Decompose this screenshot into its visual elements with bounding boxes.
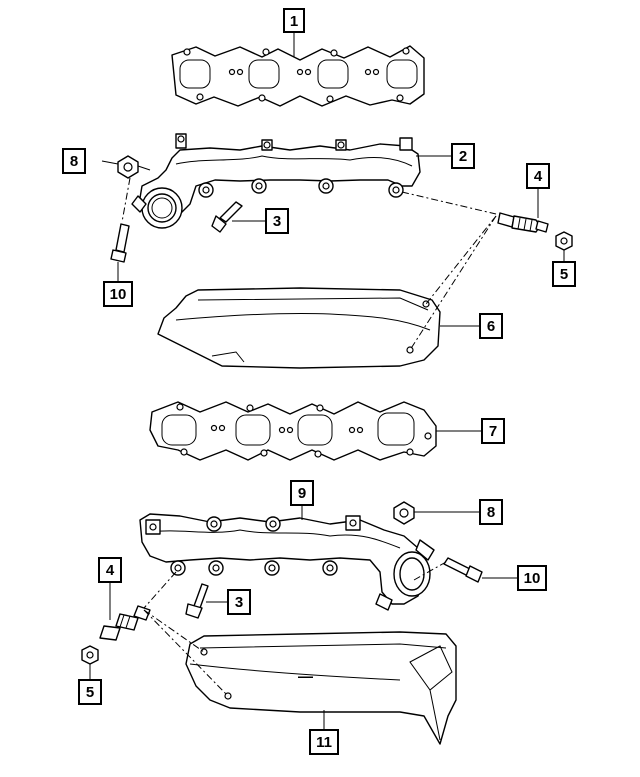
callout-2: 2 (451, 143, 475, 169)
lower-bolt-long (443, 557, 483, 583)
upper-stud-nut (117, 155, 151, 179)
callout-4-upper: 4 (526, 163, 550, 189)
callout-4-lower: 4 (98, 557, 122, 583)
callout-2-label: 2 (459, 148, 467, 165)
lower-sensor-nut (81, 645, 99, 665)
callout-5-upper: 5 (552, 261, 576, 287)
lower-oxygen-sensor (99, 605, 151, 641)
callout-1-label: 1 (290, 13, 298, 30)
callout-5-lower-label: 5 (86, 684, 94, 701)
callout-1: 1 (283, 8, 305, 33)
callout-4-upper-label: 4 (534, 168, 543, 185)
callout-10-lower: 10 (517, 565, 547, 591)
upper-bolt-long (110, 223, 130, 263)
upper-manifold-gasket (171, 45, 425, 107)
lower-heat-shield: ▬▬▬ (185, 631, 457, 745)
callout-10-upper-label: 10 (110, 286, 127, 303)
callout-3-lower-label: 3 (235, 594, 243, 611)
callout-9: 9 (290, 480, 314, 506)
upper-exhaust-manifold (131, 133, 421, 229)
callout-4-lower-label: 4 (106, 562, 115, 579)
callout-5-upper-label: 5 (560, 266, 568, 283)
callout-11-label: 11 (316, 734, 332, 751)
upper-heat-shield (157, 287, 441, 369)
callout-6-label: 6 (487, 318, 495, 335)
callout-10-upper: 10 (103, 281, 133, 307)
callout-8-upper: 8 (62, 148, 86, 174)
lower-manifold-gasket (149, 401, 437, 461)
upper-oxygen-sensor (497, 212, 549, 233)
callout-11: 11 (309, 729, 339, 755)
lower-manifold-bolt (185, 583, 209, 619)
callout-9-label: 9 (298, 485, 306, 502)
upper-sensor-nut (555, 231, 573, 251)
callout-6: 6 (479, 313, 503, 339)
callout-5-lower: 5 (78, 679, 102, 705)
upper-manifold-bolt (211, 201, 243, 233)
callout-8-lower: 8 (479, 499, 503, 525)
shield-stamp: ▬▬▬ (298, 674, 313, 680)
lower-stud-nut (393, 501, 415, 525)
leader-lines (89, 32, 565, 730)
callout-8-upper-label: 8 (70, 153, 78, 170)
callout-3-lower: 3 (227, 589, 251, 615)
callout-3-upper-label: 3 (273, 213, 281, 230)
alignment-lines (121, 177, 497, 697)
callout-10-lower-label: 10 (524, 570, 541, 587)
lower-exhaust-manifold (139, 513, 435, 611)
callout-3-upper: 3 (265, 208, 289, 234)
callout-8-lower-label: 8 (487, 504, 495, 521)
callout-7: 7 (481, 418, 505, 444)
callout-7-label: 7 (489, 423, 497, 440)
